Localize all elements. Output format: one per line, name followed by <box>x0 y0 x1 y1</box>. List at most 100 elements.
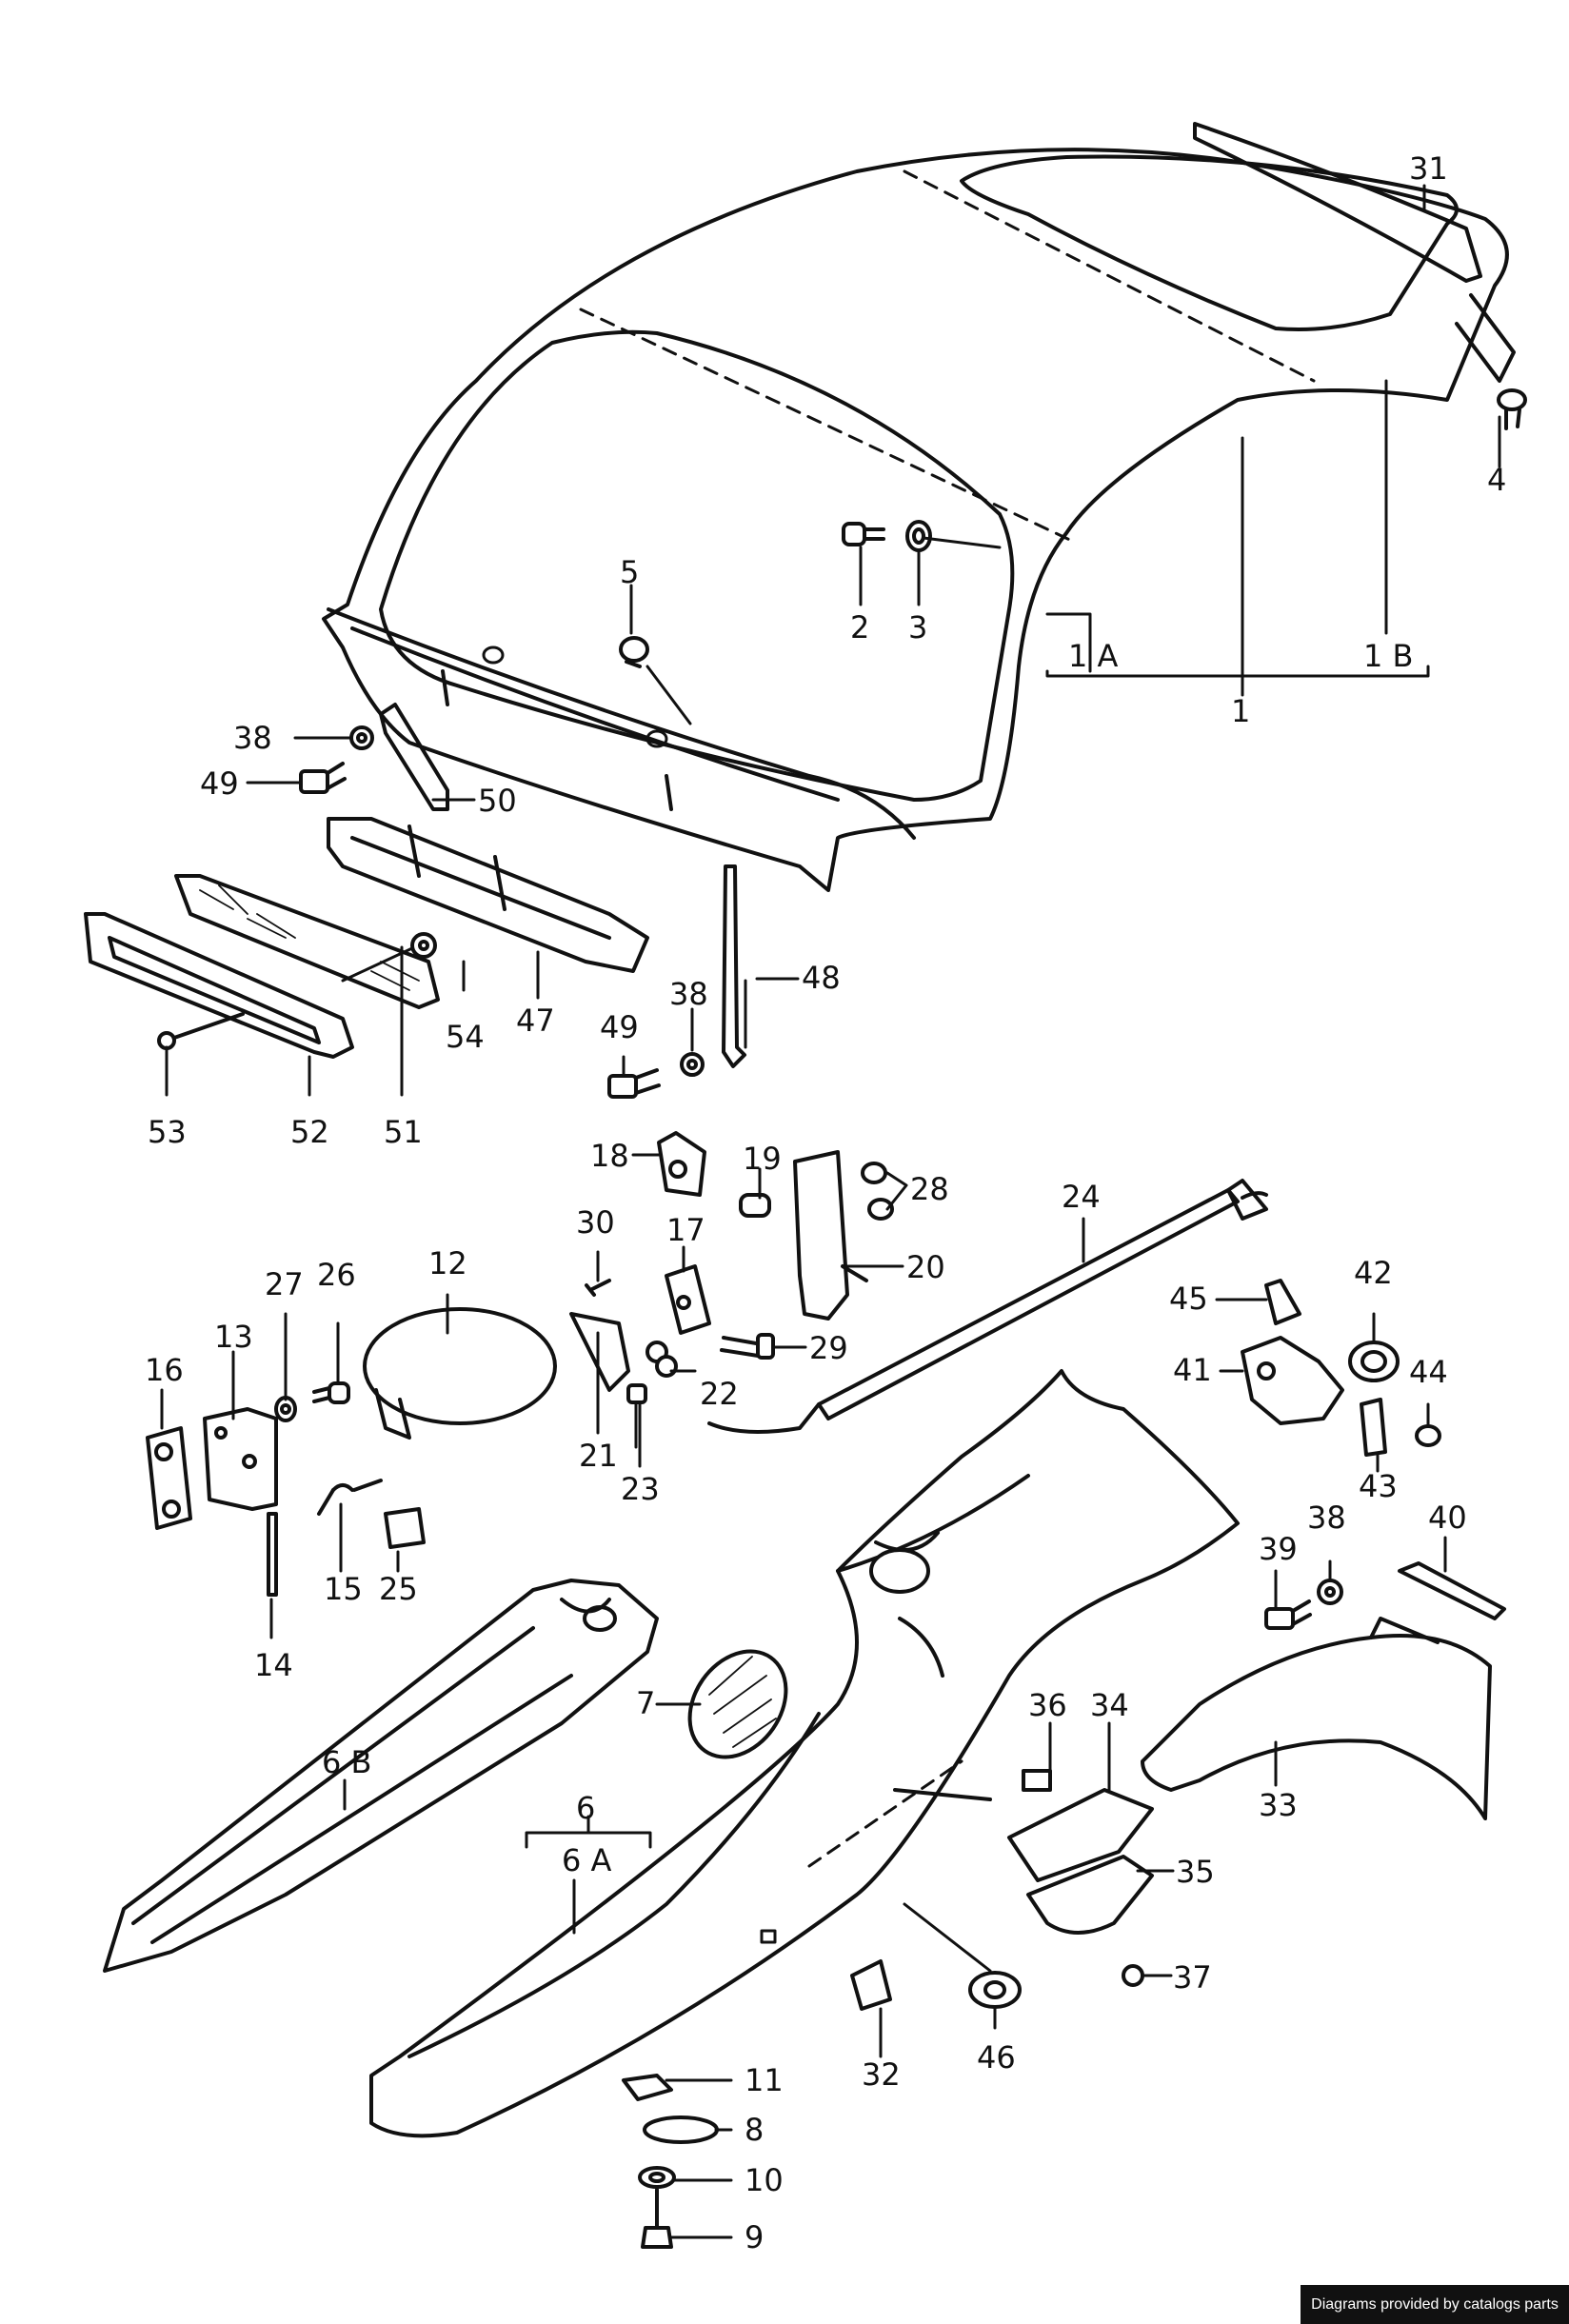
label-14: 14 <box>254 1647 293 1683</box>
label-9: 9 <box>745 2219 764 2255</box>
label-51: 51 <box>384 1114 423 1150</box>
part-2-screw <box>842 522 885 546</box>
part-4-plug <box>1497 388 1527 430</box>
label-25: 25 <box>379 1571 418 1607</box>
label-54: 54 <box>446 1019 485 1055</box>
part-52-frame <box>84 912 354 1059</box>
part-47-grille-frame <box>327 817 649 973</box>
part-31-roof-trim <box>1193 122 1482 283</box>
label-11: 11 <box>745 2062 784 2098</box>
label-27: 27 <box>265 1266 304 1302</box>
label-7: 7 <box>636 1685 655 1721</box>
roof-panel <box>322 148 1516 892</box>
part-34-36-clip-plate <box>1007 1769 1154 1882</box>
part-14-pin <box>267 1512 278 1597</box>
label-8: 8 <box>745 2112 764 2148</box>
label-31: 31 <box>1409 150 1448 187</box>
label-50: 50 <box>478 783 517 819</box>
label-39: 39 <box>1259 1531 1298 1567</box>
label-42: 42 <box>1354 1255 1393 1291</box>
part-7-mesh-insert <box>687 1649 788 1759</box>
part-28-nuts <box>861 1162 894 1221</box>
label-49-upper: 49 <box>200 765 239 802</box>
leader-lines-lower <box>160 736 1447 2239</box>
part-18-bracket <box>657 1131 706 1197</box>
part-43-plate <box>1360 1398 1387 1457</box>
part-39-bolt <box>1264 1599 1312 1630</box>
part-37-screw <box>1122 1964 1144 1987</box>
label-41: 41 <box>1173 1352 1212 1388</box>
part-30-pin <box>585 1279 611 1297</box>
part-46-grommet <box>968 1971 1022 2009</box>
part-38-washer-lower <box>1317 1579 1343 1605</box>
label-3: 3 <box>908 609 927 646</box>
label-6b: 6 B <box>322 1744 371 1780</box>
label-6a: 6 A <box>562 1842 612 1878</box>
label-36: 36 <box>1028 1687 1067 1723</box>
label-16: 16 <box>145 1352 184 1388</box>
part-6-quarter-panel <box>369 1369 1240 2138</box>
part-15-spring <box>317 1479 383 1516</box>
part-41-bracket <box>1241 1336 1344 1425</box>
part-24-cable <box>707 1179 1268 1434</box>
label-18: 18 <box>590 1138 629 1174</box>
part-22-spring <box>645 1341 678 1378</box>
part-42-grommet <box>1348 1341 1400 1382</box>
part-21-lever <box>569 1312 630 1392</box>
label-48: 48 <box>802 960 841 996</box>
label-2: 2 <box>850 609 869 646</box>
part-38-washer-upper <box>349 725 374 750</box>
leader-lines-top <box>629 184 1501 725</box>
part-20-plate <box>793 1150 868 1321</box>
label-38-upper: 38 <box>233 720 272 756</box>
part-44-nut <box>1415 1424 1441 1447</box>
label-1b: 1 B <box>1363 638 1413 674</box>
label-17: 17 <box>666 1212 705 1248</box>
label-45: 45 <box>1169 1281 1208 1317</box>
part-25-pad <box>384 1507 426 1549</box>
part-19-bushing <box>739 1193 771 1218</box>
part-23-screw <box>626 1383 647 1449</box>
label-47: 47 <box>516 1003 555 1039</box>
label-28: 28 <box>910 1171 949 1207</box>
label-21: 21 <box>579 1438 618 1474</box>
label-33: 33 <box>1259 1787 1298 1823</box>
label-34: 34 <box>1090 1687 1129 1723</box>
label-22: 22 <box>700 1376 739 1412</box>
label-49-middle: 49 <box>600 1009 639 1045</box>
label-10: 10 <box>745 2162 784 2198</box>
part-49-bolt-upper <box>299 762 347 794</box>
label-24: 24 <box>1062 1179 1101 1215</box>
part-45-clip <box>1264 1279 1301 1325</box>
parts-8-11-fasteners <box>622 2074 719 2249</box>
label-20: 20 <box>906 1249 945 1285</box>
part-49-bolt-middle <box>607 1068 661 1099</box>
label-53: 53 <box>148 1114 187 1150</box>
part-35-plate <box>1026 1855 1154 1935</box>
label-35: 35 <box>1176 1854 1215 1890</box>
label-6: 6 <box>576 1790 595 1826</box>
label-23: 23 <box>621 1471 660 1507</box>
part-27-washer <box>274 1396 297 1422</box>
part-17-latch <box>665 1264 711 1335</box>
label-44: 44 <box>1409 1354 1448 1390</box>
label-1: 1 <box>1231 693 1250 729</box>
part-13-hinge <box>203 1407 278 1511</box>
part-3-nut <box>905 520 932 552</box>
part-51-mesh <box>174 874 440 1009</box>
part-40-strip <box>1398 1561 1506 1620</box>
part-16-plate <box>146 1426 192 1530</box>
label-38-middle: 38 <box>669 976 708 1012</box>
part-38-washer-middle <box>680 1052 705 1077</box>
label-30: 30 <box>576 1204 615 1241</box>
part-5-clip <box>619 636 649 668</box>
label-40: 40 <box>1428 1500 1467 1536</box>
label-43: 43 <box>1359 1468 1398 1504</box>
part-32-cap <box>850 1959 892 2011</box>
label-52: 52 <box>290 1114 329 1150</box>
label-38-lower: 38 <box>1307 1500 1346 1536</box>
part-labels: 31 4 2 3 5 1 A 1 B 1 38 49 50 48 47 38 4… <box>145 150 1506 2255</box>
part-48-strap <box>722 864 746 1068</box>
part-53-screw <box>157 1012 245 1050</box>
part-26-screw <box>312 1381 350 1404</box>
